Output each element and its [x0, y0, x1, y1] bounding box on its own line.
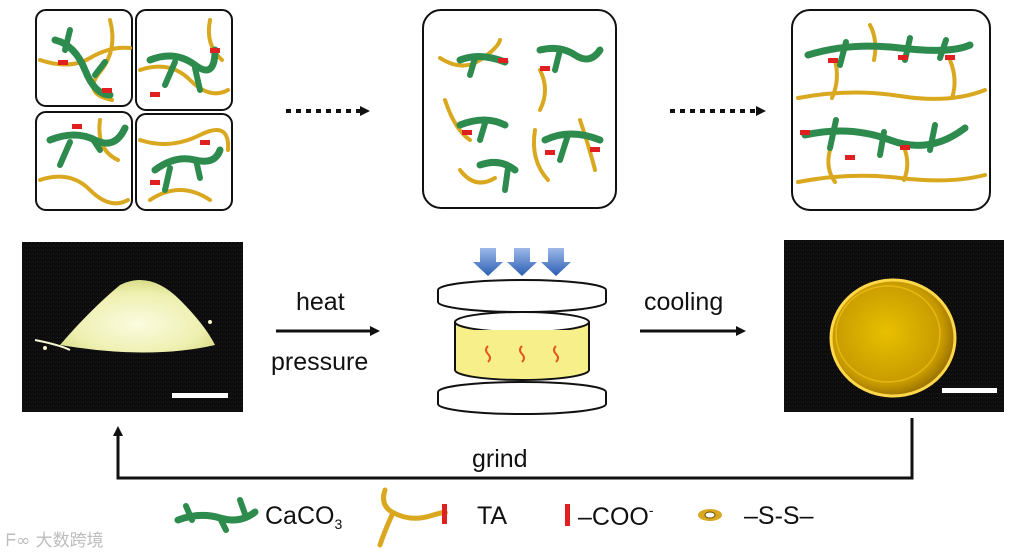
grind-return-arrow: [113, 418, 914, 480]
legend-coo-icon: [565, 504, 570, 526]
watermark-icon: ᖴ∞: [6, 531, 36, 551]
heat-label: heat: [296, 288, 345, 316]
legend: [174, 487, 722, 548]
disc-photo: [784, 240, 1004, 412]
hot-press: [437, 248, 607, 415]
network-panel-3: [791, 9, 991, 211]
network-panel-1: [35, 9, 233, 211]
legend-ss-icon: [698, 509, 722, 521]
scale-bar-1: [172, 393, 228, 398]
legend-ta-icon: [377, 487, 448, 548]
scale-bar-2: [942, 388, 997, 393]
powder-photo: [22, 242, 243, 412]
cooling-label: cooling: [644, 288, 724, 316]
legend-ta-label: TA: [477, 502, 508, 530]
legend-caco3-icon: [174, 497, 259, 533]
pressure-arrows: [473, 248, 571, 276]
legend-coo-label: –COO-: [578, 502, 654, 531]
legend-caco3-label: CaCO3: [265, 502, 343, 532]
network-panel-2: [422, 9, 617, 209]
grind-label: grind: [472, 445, 528, 473]
legend-ss-label: –S-S–: [744, 502, 814, 530]
watermark: ᖴ∞ 大数跨境: [6, 531, 104, 551]
pressure-label: pressure: [271, 348, 369, 376]
